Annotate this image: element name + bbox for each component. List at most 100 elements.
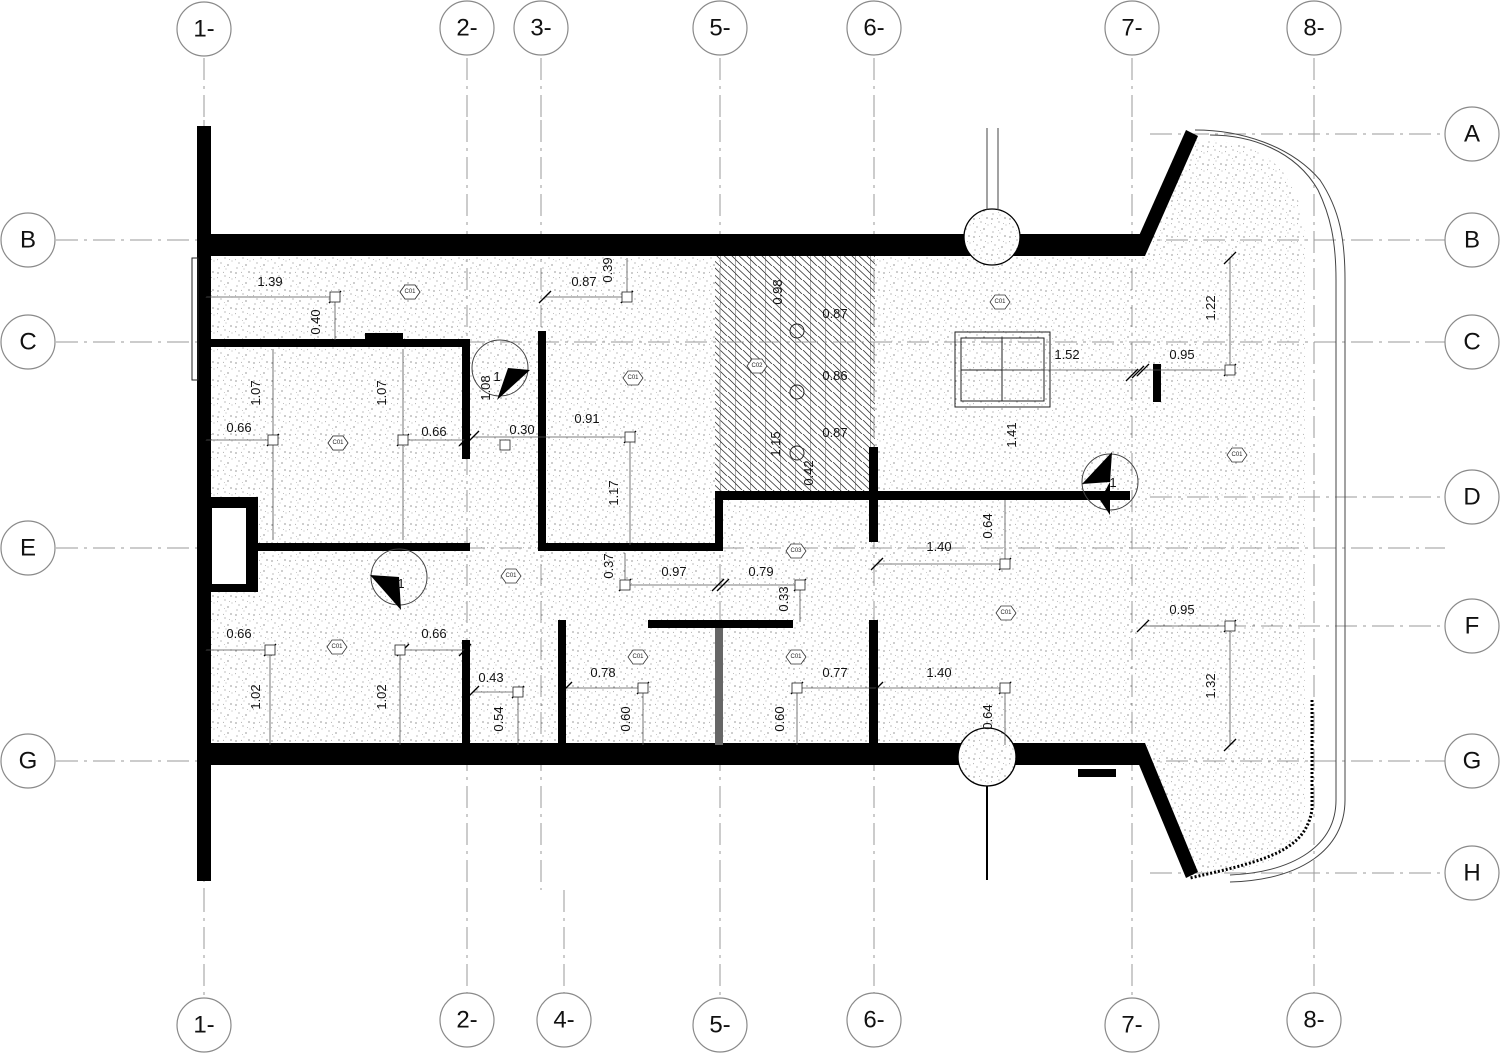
dimension-label: 0.66 (226, 420, 251, 435)
grid-label: 6- (863, 15, 884, 42)
grid-label: H (1463, 860, 1480, 887)
dimension-label: 0.66 (226, 626, 251, 641)
dimension-label: 0.87 (822, 425, 847, 440)
dimension-label: 1.07 (374, 380, 389, 405)
dimension-label: 1.52 (1054, 347, 1079, 362)
dimension-label: 0.43 (478, 670, 503, 685)
finish-tag: C01 (989, 294, 1011, 310)
dimension-label: 1.02 (374, 684, 389, 709)
grid-bubble-top: 3- (513, 0, 569, 56)
dimension-label: 0.54 (491, 706, 506, 731)
finish-tag-label: C01 (627, 375, 639, 381)
dimension-label: 0.66 (421, 626, 446, 641)
finish-tag-label: C01 (332, 440, 344, 446)
balcony-edge (1189, 129, 1346, 883)
grid-label: 8- (1303, 15, 1324, 42)
grid-bubble-right: G (1444, 733, 1500, 789)
grid-bubble-top: 7- (1104, 0, 1160, 56)
grid-label: E (20, 535, 36, 562)
finish-tag: C01 (627, 649, 649, 665)
finish-tags: C01C01C01C02C01C01C03C01C01C01C01C01C01C… (326, 284, 1248, 665)
grid-label: C (19, 329, 36, 356)
grid-bubble-bottom: 6- (846, 992, 902, 1048)
finish-tag-label: C01 (404, 289, 416, 295)
grid-bubble-right: C (1444, 314, 1500, 370)
finish-tag-label: C02 (751, 363, 763, 369)
door-mark: 1 (1109, 475, 1116, 490)
finish-tag: C01 (995, 605, 1017, 621)
dimension-label: 1.32 (1203, 673, 1218, 698)
finish-tag: C03 (785, 543, 807, 559)
grid-label: C (1463, 329, 1480, 356)
dimension-label: 0.66 (421, 424, 446, 439)
dimension-label: 0.91 (574, 411, 599, 426)
grid-bubble-right: F (1444, 598, 1500, 654)
dimension-label: 0.60 (772, 706, 787, 731)
grid-bubble-right: H (1444, 845, 1500, 901)
walls (197, 126, 1198, 881)
dimension-label: 1.08 (478, 375, 493, 400)
grid-label: 1- (193, 1012, 214, 1039)
finish-tag: C01 (785, 649, 807, 665)
finish-tag-label: C01 (994, 299, 1006, 305)
dimension-label: 0.79 (748, 564, 773, 579)
finish-tag-label: C03 (790, 548, 802, 554)
structural-columns (957, 128, 1021, 880)
grid-label: 7- (1121, 15, 1142, 42)
grid-label: B (1464, 227, 1480, 254)
dimension-label: 1.02 (248, 684, 263, 709)
grid-bubble-top: 6- (846, 0, 902, 56)
dimension-label: 1.39 (257, 274, 282, 289)
dimension-label: 1.22 (1203, 295, 1218, 320)
dimension-label: 0.60 (618, 706, 633, 731)
finish-tag-label: C01 (331, 644, 343, 650)
grid-bubble-top: 8- (1286, 0, 1342, 56)
dimension-lines (198, 251, 1237, 752)
grid-bubble-top: 5- (692, 0, 748, 56)
grid-label: G (1463, 748, 1482, 775)
grid-label: 2- (456, 15, 477, 42)
grid-bubble-bottom: 4- (536, 992, 592, 1048)
door-mark: 1 (493, 369, 500, 384)
dimension-label: 0.33 (776, 586, 791, 611)
grid-label: 5- (709, 15, 730, 42)
grid-label: 8- (1303, 1007, 1324, 1034)
finish-tag: C01 (327, 435, 349, 451)
grid-bubble-right: A (1444, 106, 1500, 162)
dimension-label: 0.77 (822, 665, 847, 680)
dimension-label: 1.40 (926, 539, 951, 554)
dimension-label: 0.95 (1169, 347, 1194, 362)
finish-tag: C01 (500, 568, 522, 584)
grid-label: B (20, 227, 36, 254)
dimension-label: 0.87 (571, 274, 596, 289)
door-mark: 1 (397, 576, 404, 591)
dimension-label: 0.98 (770, 279, 785, 304)
grid-bubble-left: B (0, 212, 56, 268)
grid-label: 1- (193, 16, 214, 43)
stair-fixtures (789, 323, 805, 461)
finish-tag-label: C01 (1000, 610, 1012, 616)
dimension-label: 1.40 (926, 665, 951, 680)
grid-label: D (1463, 484, 1480, 511)
finish-tag-label: C01 (632, 654, 644, 660)
finish-tag-label: C01 (1231, 452, 1243, 458)
door-swings: 1 1 1 (370, 339, 1139, 610)
grid-label: 5- (709, 1012, 730, 1039)
grid-bubble-left: G (0, 733, 56, 789)
dimension-label: 0.40 (308, 309, 323, 334)
dimension-label: 1.17 (606, 480, 621, 505)
grid-bubble-bottom: 7- (1104, 997, 1160, 1053)
dimension-label: 0.86 (822, 368, 847, 383)
dimension-label: 0.64 (980, 513, 995, 538)
finish-tag: C01 (326, 639, 348, 655)
grid-label: 6- (863, 1007, 884, 1034)
grid-label: 7- (1121, 1012, 1142, 1039)
dimension-label: 0.87 (822, 306, 847, 321)
dimension-label: 0.30 (509, 422, 534, 437)
finish-tag: C02 (746, 358, 768, 374)
grid-label: 4- (553, 1007, 574, 1034)
grid-label: G (19, 748, 38, 775)
